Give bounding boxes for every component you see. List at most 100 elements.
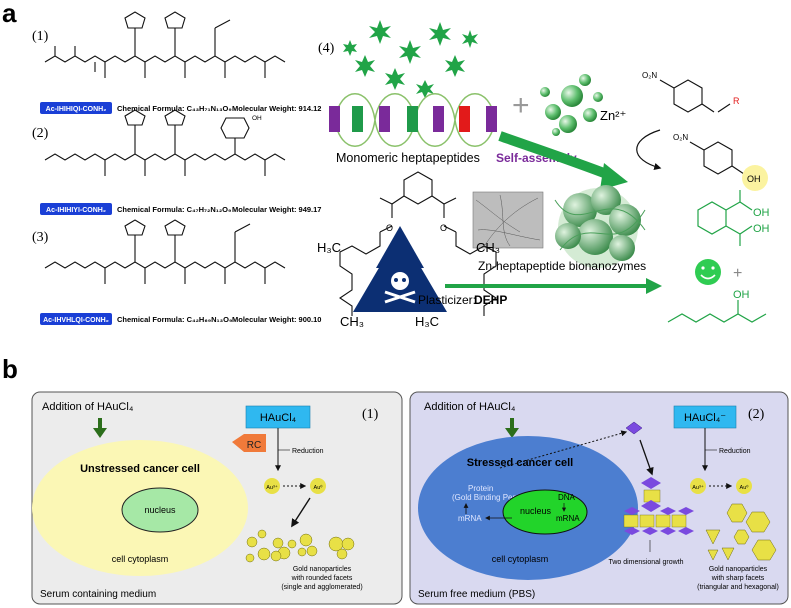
right-growth-arrow-1: [639, 439, 654, 476]
peptide-1-code-badge: [40, 102, 112, 114]
peptide-2-number: (2): [32, 126, 49, 141]
left-cytoplasm-label: cell cytoplasm: [112, 554, 169, 564]
right-protein-label: Protein: [468, 484, 493, 493]
left-au0-label: Au⁰: [314, 484, 324, 491]
dehp-structure: [339, 171, 497, 316]
right-cytoplasm-label: cell cytoplasm: [492, 554, 549, 564]
peptide-2-weight: Molecular Weight: 949.17: [232, 205, 321, 214]
toxic-skull-icon: [353, 226, 447, 312]
nitro-label-1: O₂N: [642, 71, 657, 80]
right-au3-ball: [690, 478, 706, 494]
right-medium-label: Serum free medium (PBS): [418, 589, 535, 600]
right-nucleus: [502, 489, 588, 535]
monomeric-label: Monomeric heptapeptides: [336, 151, 480, 165]
right-gold-nanoparticles: [705, 503, 777, 561]
panel-b-left: Addition of HAuCl₄ (1) HAuCl₄ RC Reducti…: [31, 391, 403, 605]
left-gold-np-label-2: with rounded facets: [291, 575, 353, 582]
left-nucleus-label: nucleus: [144, 505, 176, 515]
right-gold-np-label-3: (triangular and hexagonal): [697, 584, 779, 591]
right-au0-label: Au⁰: [740, 484, 750, 491]
peptide-1-weight: Molecular Weight: 914.12: [232, 104, 321, 113]
two-d-label: Two dimensional growth: [608, 559, 683, 566]
dehp-h3c-1: H₃C: [317, 240, 341, 255]
right-reduction-label: Reduction: [719, 448, 751, 455]
zinc-ion-spheres: [540, 74, 603, 136]
peptide-diamond: [625, 421, 643, 435]
panel-a-label: a: [2, 0, 17, 28]
left-au3-label: Au³⁺: [266, 484, 278, 491]
self-assembly-arrow: [498, 131, 614, 181]
right-nucleus-label: nucleus: [520, 506, 552, 516]
bionanozyme-label: Zn-heptapeptide bionanozymes: [478, 259, 646, 273]
panel-b-label: b: [2, 354, 18, 384]
peptide-1: (1) Ac-IHIHIQI-CONH₂ Chemical Formula: C…: [32, 11, 321, 114]
heptapeptide-chain: [329, 93, 497, 147]
left-cell-title: Unstressed cancer cell: [80, 463, 200, 475]
plus-sign-2: +: [733, 265, 742, 282]
label-4: (4): [318, 41, 335, 56]
left-au0-ball: [310, 478, 326, 494]
right-number: (2): [748, 407, 765, 422]
left-number: (1): [362, 407, 379, 422]
peptide-2-structure: [44, 109, 286, 176]
self-assembly-arrowhead: [600, 163, 628, 190]
rc-label: RC: [247, 440, 261, 451]
dehp-h3c-2: H₃C: [415, 314, 439, 329]
left-au3-ball: [264, 478, 280, 494]
left-medium-label: Serum containing medium: [40, 589, 156, 600]
right-cell-title: Stressed cancer cell: [467, 457, 573, 469]
dehp-oxo-1: O: [386, 223, 393, 233]
right-addition-text: Addition of HAuCl₄: [424, 401, 516, 413]
peptide-2-code-badge: [40, 203, 112, 215]
left-gold-np-label-1: Gold nanoparticles: [293, 566, 352, 573]
phthalic-acid-structure: [697, 190, 753, 246]
dehp-ch3-1: CH₃: [476, 240, 500, 255]
degradation-arrowhead: [646, 278, 662, 294]
peptide-3-number: (3): [32, 230, 49, 245]
right-gold-np-label-2: with sharp facets: [711, 575, 765, 582]
plus-sign: +: [512, 89, 530, 122]
peptide-3: (3) Ac-IHVHLQI-CONH₂ Chemical Formula: C…: [32, 219, 321, 325]
left-gold-nanoparticles: [245, 529, 355, 563]
phenol-highlight: [742, 165, 768, 191]
phenol-oh: OH: [747, 174, 761, 184]
phthalic-oh-1: OH: [753, 207, 770, 219]
right-haucl-text: HAuCl₄⁻: [684, 412, 726, 424]
right-gbp-label: (Gold Binding Peptides): [452, 493, 537, 502]
right-dna-label: DNA: [558, 493, 576, 502]
peptide-3-code-badge: [40, 313, 112, 325]
zinc-ion-label: Zn²⁺: [600, 108, 626, 123]
bionanozyme-cluster: [554, 185, 646, 268]
right-secretion-arrow: [499, 430, 628, 469]
peptide-2-code: Ac-IHIHIYI-CONH₂: [46, 207, 106, 214]
nitro-label-2: O₂N: [673, 133, 688, 142]
left-haucl-text: HAuCl₄: [260, 412, 297, 424]
peptide-2-oh: OH: [252, 115, 262, 122]
left-addition-arrowhead: [93, 428, 107, 438]
ethylhexanol-oh: OH: [733, 289, 750, 301]
plasticizer-label: Plasticizer:: [418, 293, 476, 307]
left-gold-np-label-3: (single and agglomerated): [281, 584, 362, 591]
right-au3-label: Au³⁺: [692, 484, 704, 491]
right-mrna-inner: mRNA: [556, 514, 580, 523]
smiley-icon: [695, 259, 721, 285]
peptide-1-formula: Chemical Formula: C₄₃H₇₁N₁₃O₉: [117, 104, 232, 113]
peptide-2-formula: Chemical Formula: C₄₇H₇₂N₁₂O₉: [117, 205, 231, 214]
peptide-1-structure: [44, 11, 286, 78]
peptide-3-code: Ac-IHVHLQI-CONH₂: [43, 317, 109, 324]
dehp-label: DEHP: [474, 293, 507, 307]
two-d-growth-structure: [623, 477, 694, 535]
hydrolysis-arrow: [636, 129, 662, 170]
peptide-1-number: (1): [32, 29, 49, 44]
peptide-1-code: Ac-IHIHIQI-CONH₂: [46, 106, 107, 113]
peptide-3-weight: Molecular Weight: 900.10: [232, 315, 321, 324]
zinc-star-icons: [343, 20, 478, 98]
peptide-3-formula: Chemical Formula: C₄₂H₆₉N₁₃O₉: [117, 315, 232, 324]
left-growth-arrow: [291, 497, 311, 528]
rc-tag: [232, 434, 266, 452]
left-nucleus: [121, 487, 199, 533]
right-gold-np-label-1: Gold nanoparticles: [709, 566, 768, 573]
dehp-oxo-2: O: [440, 223, 447, 233]
product-structure: [689, 141, 745, 175]
